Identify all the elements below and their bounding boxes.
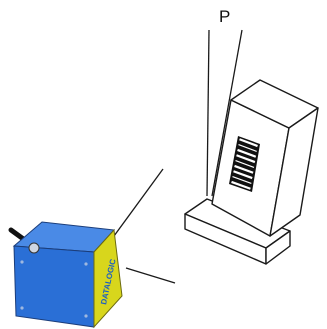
scanner-screw	[20, 306, 24, 310]
scanner-screw	[84, 314, 88, 318]
barcode-bar	[234, 164, 254, 174]
scanner-connector	[28, 242, 40, 254]
package	[184, 79, 319, 265]
barcode-bar	[237, 148, 257, 158]
scan-line-upper	[113, 168, 164, 237]
barcode-bars	[231, 138, 258, 190]
scanner-screw	[20, 260, 24, 264]
barcode-scanner: DATALOGIC	[8, 221, 123, 329]
scanner-front-face	[13, 245, 95, 328]
barcode-bar	[231, 180, 251, 190]
barcode-bar	[232, 176, 252, 184]
package-base	[184, 198, 291, 265]
barcode-bar	[238, 144, 257, 152]
barcode-bar	[236, 154, 256, 164]
scanner-window	[93, 228, 123, 329]
package-side-face	[269, 107, 319, 237]
pitch-angle-lines	[206, 29, 243, 197]
vertical-reference-line	[206, 29, 210, 197]
barcode-bar	[233, 170, 253, 180]
pitch-tilt-line	[211, 29, 243, 197]
barcode-label	[229, 136, 260, 192]
scan-line-lower	[125, 267, 176, 284]
barcode-bar	[239, 138, 258, 148]
pitch-label: P	[219, 7, 230, 26]
scanner-screw	[84, 262, 88, 266]
scan-beam-lines	[113, 168, 176, 284]
barcode-bar	[235, 160, 255, 168]
